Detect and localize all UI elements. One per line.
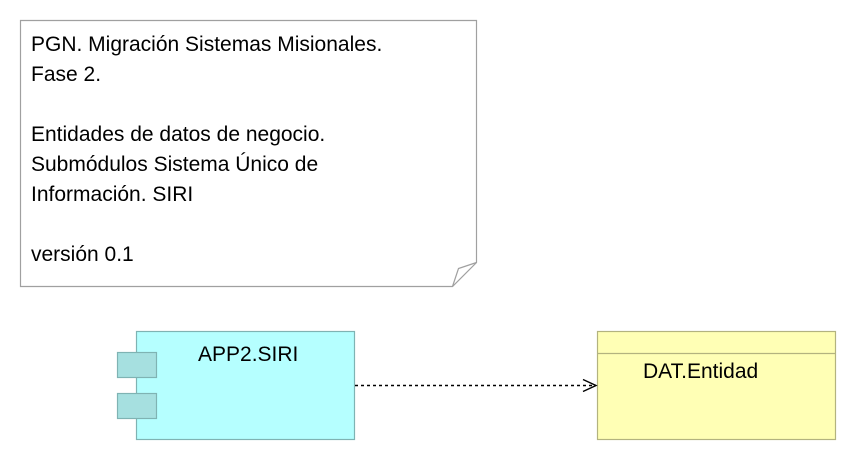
note-line: PGN. Migración Sistemas Misionales. xyxy=(31,33,383,56)
note-line: Entidades de datos de negocio. xyxy=(31,123,326,146)
note-text: PGN. Migración Sistemas Misionales. Fase… xyxy=(31,30,471,270)
data-object-label: DAT.Entidad xyxy=(643,360,759,383)
component-port-icon xyxy=(116,392,158,420)
note-blank-line xyxy=(31,210,471,240)
note-fold-corner xyxy=(451,261,477,287)
note-blank-line xyxy=(31,90,471,120)
note-shape[interactable] xyxy=(19,19,478,288)
note-line: Fase 2. xyxy=(31,63,102,86)
note-line: Información. SIRI xyxy=(31,183,194,206)
component-port-icon xyxy=(116,351,158,379)
note-line: versión 0.1 xyxy=(31,243,134,266)
application-component-box[interactable] xyxy=(135,330,356,441)
application-component-label: APP2.SIRI xyxy=(198,343,299,366)
note-line: Submódulos Sistema Único de xyxy=(31,153,319,176)
arrowhead-icon xyxy=(582,378,598,393)
